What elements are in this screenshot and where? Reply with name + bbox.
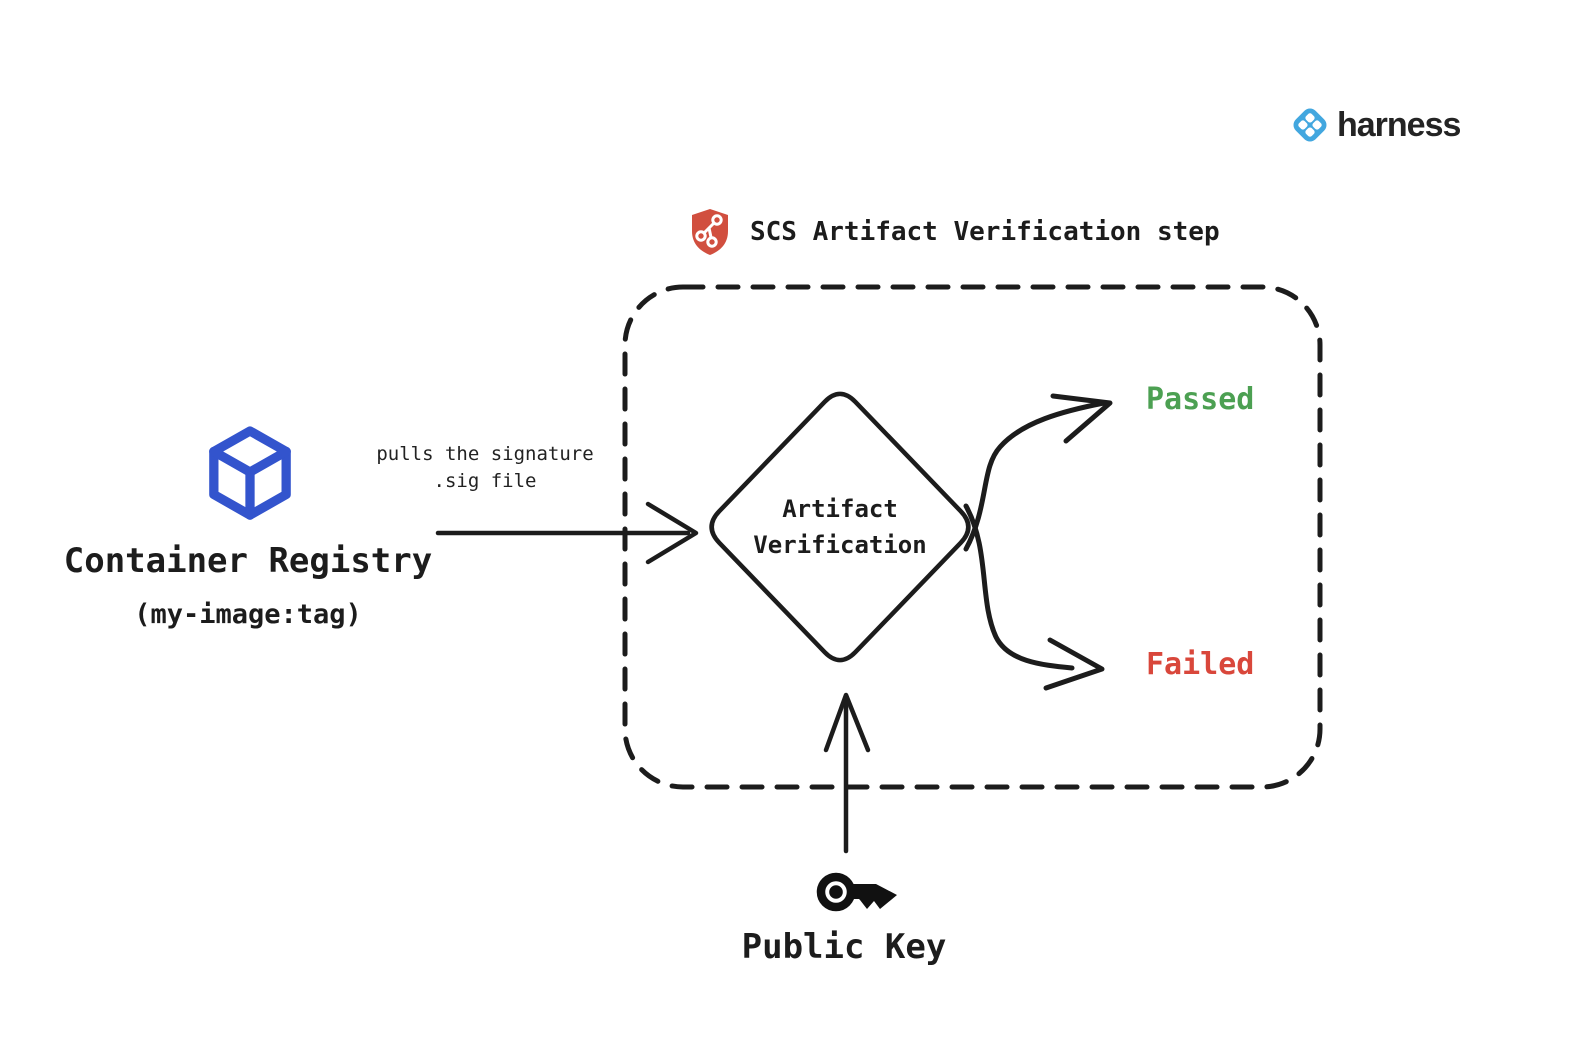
step-title-text: SCS Artifact Verification step [750, 217, 1220, 247]
pull-arrow-label-line2: .sig file [433, 470, 537, 492]
decision-diamond [709, 391, 971, 663]
step-title: SCS Artifact Verification step [688, 207, 1220, 257]
passed-arrow [963, 393, 1113, 552]
key-icon [815, 864, 903, 918]
decision-label-line1: Artifact [782, 495, 898, 523]
container-registry-label: Container Registry [63, 541, 433, 581]
pull-signature-arrow [435, 501, 699, 565]
container-registry-image-tag: (my-image:tag) [134, 599, 362, 630]
pull-arrow-label-line1: pulls the signature [376, 443, 594, 465]
decision-label: Artifact Verification [730, 491, 950, 563]
failed-arrow [963, 503, 1105, 691]
public-key-arrow [823, 692, 871, 854]
outcome-passed-label: Passed [1146, 382, 1255, 417]
harness-logo-icon [1288, 103, 1332, 147]
public-key-label: Public Key [741, 927, 947, 967]
brand-logo: harness [1288, 103, 1461, 147]
cube-icon [207, 425, 293, 523]
brand-name: harness [1337, 105, 1461, 144]
pull-arrow-label: pulls the signature .sig file [360, 441, 610, 495]
step-boundary-dashed-box [622, 284, 1323, 790]
scs-shield-icon [688, 207, 732, 257]
outcome-failed-label: Failed [1146, 647, 1255, 682]
decision-label-line2: Verification [753, 531, 927, 559]
